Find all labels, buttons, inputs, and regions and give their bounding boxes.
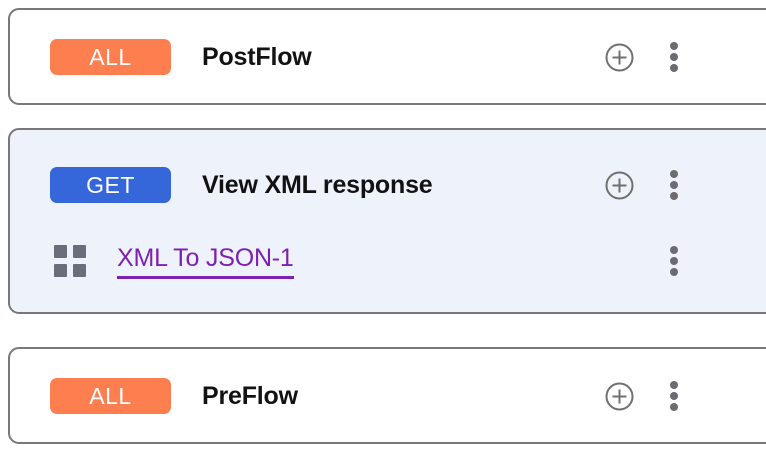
policy-link-xml-to-json-1[interactable]: XML To JSON-1	[117, 244, 294, 279]
grid-square	[54, 264, 67, 277]
plus-circle-icon[interactable]	[605, 43, 634, 72]
kebab-dot	[670, 392, 678, 400]
flow-card-view-xml-response[interactable]: GET View XML response	[8, 128, 766, 314]
kebab-menu-icon[interactable]	[662, 381, 686, 411]
kebab-menu-icon[interactable]	[662, 170, 686, 200]
kebab-dot	[670, 246, 678, 254]
kebab-menu-icon[interactable]	[662, 42, 686, 72]
kebab-dot	[670, 64, 678, 72]
kebab-menu-icon[interactable]	[662, 246, 686, 276]
plus-circle-icon[interactable]	[605, 382, 634, 411]
flow-title: PreFlow	[202, 381, 298, 410]
flow-row-postflow[interactable]: ALL PostFlow	[10, 26, 766, 88]
kebab-dot	[670, 53, 678, 61]
kebab-dot	[670, 170, 678, 178]
flow-row-view-xml-response[interactable]: GET View XML response	[10, 154, 766, 216]
flow-card-preflow[interactable]: ALL PreFlow	[8, 347, 766, 444]
kebab-dot	[670, 181, 678, 189]
plus-circle-icon[interactable]	[605, 171, 634, 200]
grid-policy-icon	[54, 245, 86, 277]
kebab-dot	[670, 403, 678, 411]
kebab-dot	[670, 268, 678, 276]
grid-square	[73, 264, 86, 277]
kebab-dot	[670, 381, 678, 389]
method-badge-get: GET	[50, 167, 171, 203]
method-badge-all: ALL	[50, 39, 171, 75]
grid-square	[73, 245, 86, 258]
policy-row-xml-to-json-1[interactable]: XML To JSON-1	[10, 234, 766, 288]
kebab-dot	[670, 257, 678, 265]
flow-title: PostFlow	[202, 42, 312, 71]
flow-row-preflow[interactable]: ALL PreFlow	[10, 365, 766, 427]
kebab-dot	[670, 192, 678, 200]
flow-card-postflow[interactable]: ALL PostFlow	[8, 8, 766, 105]
method-badge-all: ALL	[50, 378, 171, 414]
flow-title: View XML response	[202, 170, 433, 199]
kebab-dot	[670, 42, 678, 50]
grid-square	[54, 245, 67, 258]
